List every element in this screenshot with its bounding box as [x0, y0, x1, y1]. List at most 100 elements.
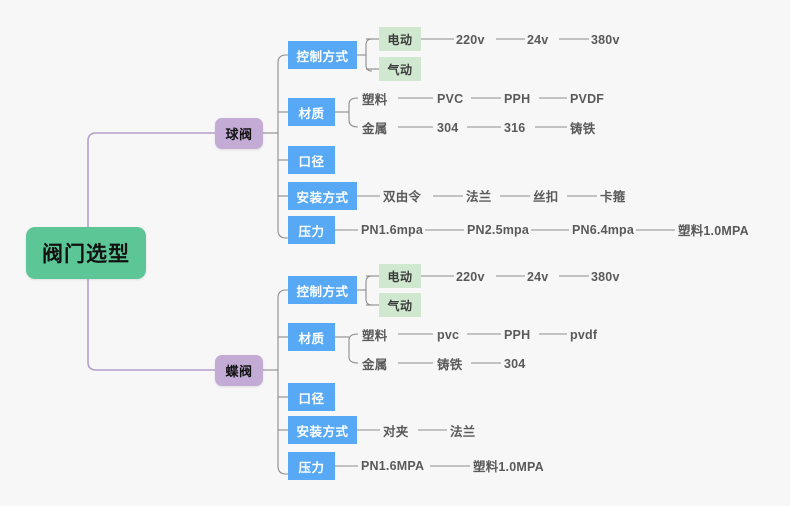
link-bf-c2-bracket	[348, 333, 359, 364]
leaf-pvc-ball[interactable]: PVC	[437, 90, 469, 107]
leaf-24v-butterfly[interactable]: 24v	[527, 268, 557, 285]
leaf-label: PVC	[437, 91, 464, 106]
link-ball-c5	[277, 229, 288, 239]
leaf-flange-butterfly[interactable]: 法兰	[450, 422, 482, 439]
subnode-label: 电动	[387, 32, 413, 47]
leaf-label: PN6.4mpa	[572, 222, 635, 237]
leaf-cast-iron-butterfly[interactable]: 铸铁	[437, 355, 469, 372]
category-node-install-butterfly[interactable]: 安装方式	[288, 416, 357, 444]
root-node-label: 阀门选型	[42, 243, 130, 266]
leaf-pn16-butterfly[interactable]: PN1.6MPA	[361, 457, 427, 474]
leaf-plastic10-ball[interactable]: 塑料1.0MPA	[678, 221, 752, 238]
leaf-label: 塑料1.0MPA	[678, 224, 749, 238]
leaf-label: 双由令	[383, 190, 422, 204]
subnode-label: 气动	[387, 62, 413, 77]
category-label: 压力	[298, 224, 325, 239]
category-node-material-ball[interactable]: 材质	[288, 98, 335, 126]
link-ball-c2-bracket	[348, 97, 359, 128]
link-ball-c1-bracket	[365, 38, 373, 72]
leaf-label: 24v	[527, 269, 549, 284]
leaf-24v-ball[interactable]: 24v	[527, 31, 557, 48]
category-node-control-method-ball[interactable]: 控制方式	[288, 41, 357, 69]
leaf-304-ball[interactable]: 304	[437, 119, 465, 136]
leaf-label: 法兰	[450, 425, 476, 439]
category-node-material-butterfly[interactable]: 材质	[288, 323, 335, 351]
category-label: 控制方式	[296, 284, 349, 299]
leaf-label: 316	[504, 120, 526, 135]
row-label-metal-ball[interactable]: 金属	[362, 119, 394, 136]
leaf-380v-ball[interactable]: 380v	[591, 31, 629, 48]
subnode-pneumatic-butterfly[interactable]: 气动	[379, 293, 421, 317]
branch-node-ball-valve[interactable]: 球阀	[215, 118, 263, 149]
category-node-control-method-butterfly[interactable]: 控制方式	[288, 276, 357, 304]
subnode-electric-butterfly[interactable]: 电动	[379, 264, 421, 288]
leaf-label: pvdf	[570, 327, 598, 342]
leaf-label: PN1.6MPA	[361, 458, 425, 473]
leaf-label: 220v	[456, 32, 485, 47]
category-label: 控制方式	[296, 49, 349, 64]
leaf-pn25-ball[interactable]: PN2.5mpa	[467, 221, 529, 238]
category-label: 材质	[298, 331, 325, 346]
leaf-220v-ball[interactable]: 220v	[456, 31, 494, 48]
category-label: 口径	[298, 154, 325, 169]
leaf-220v-butterfly[interactable]: 220v	[456, 268, 494, 285]
category-node-caliber-butterfly[interactable]: 口径	[288, 383, 335, 411]
leaf-pn64-ball[interactable]: PN6.4mpa	[572, 221, 634, 238]
leaf-label: 对夹	[383, 425, 409, 439]
leaf-pph-ball[interactable]: PPH	[504, 90, 536, 107]
category-node-pressure-ball[interactable]: 压力	[288, 216, 335, 244]
leaf-380v-butterfly[interactable]: 380v	[591, 268, 629, 285]
leaf-304-butterfly[interactable]: 304	[504, 355, 532, 372]
row-label-plastic-ball[interactable]: 塑料	[362, 90, 394, 107]
leaf-pph-butterfly[interactable]: PPH	[504, 326, 536, 343]
leaf-label: 丝扣	[533, 190, 559, 204]
leaf-label: 380v	[591, 269, 620, 284]
leaf-label: 24v	[527, 32, 549, 47]
row-label: 塑料	[362, 93, 388, 107]
leaf-thread-ball[interactable]: 丝扣	[533, 187, 565, 204]
branch-node-butterfly-valve[interactable]: 蝶阀	[215, 355, 263, 386]
category-node-pressure-butterfly[interactable]: 压力	[288, 452, 335, 480]
leaf-union-ball[interactable]: 双由令	[383, 187, 431, 204]
leaf-label: PN2.5mpa	[467, 222, 530, 237]
leaf-label: 塑料1.0MPA	[473, 460, 544, 474]
leaf-cast-iron-ball[interactable]: 铸铁	[570, 119, 602, 136]
link-bf-c1	[277, 289, 288, 299]
leaf-label: PPH	[504, 327, 531, 342]
leaf-pvdf-butterfly[interactable]: pvdf	[570, 326, 602, 343]
leaf-wafer-butterfly[interactable]: 对夹	[383, 422, 415, 439]
leaf-label: 380v	[591, 32, 620, 47]
category-label: 安装方式	[296, 190, 349, 205]
row-label: 金属	[362, 358, 388, 372]
leaf-label: pvc	[437, 327, 460, 342]
leaf-pn16-ball[interactable]: PN1.6mpa	[361, 221, 423, 238]
category-label: 材质	[298, 106, 325, 121]
leaf-label: PVDF	[570, 91, 605, 106]
row-label-metal-butterfly[interactable]: 金属	[362, 355, 394, 372]
leaf-plastic10-butterfly[interactable]: 塑料1.0MPA	[473, 457, 547, 474]
leaf-pvdf-ball[interactable]: PVDF	[570, 90, 610, 107]
leaf-label: 304	[504, 356, 526, 371]
leaf-flange-ball[interactable]: 法兰	[466, 187, 498, 204]
subnode-pneumatic-ball[interactable]: 气动	[379, 57, 421, 81]
link-bf-c5	[277, 465, 288, 475]
leaf-label: 220v	[456, 269, 485, 284]
category-node-caliber-ball[interactable]: 口径	[288, 146, 335, 174]
leaf-316-ball[interactable]: 316	[504, 119, 532, 136]
row-label-plastic-butterfly[interactable]: 塑料	[362, 326, 394, 343]
leaf-pvc-butterfly[interactable]: pvc	[437, 326, 465, 343]
category-node-install-ball[interactable]: 安装方式	[288, 182, 357, 210]
leaf-label: 卡箍	[600, 190, 626, 204]
subnode-label: 气动	[387, 298, 413, 313]
leaf-label: PN1.6mpa	[361, 222, 424, 237]
leaf-label: 304	[437, 120, 459, 135]
root-node[interactable]: 阀门选型	[26, 227, 146, 279]
leaf-clamp-ball[interactable]: 卡箍	[600, 187, 632, 204]
category-label: 口径	[298, 391, 325, 406]
subnode-electric-ball[interactable]: 电动	[379, 27, 421, 51]
row-label: 塑料	[362, 329, 388, 343]
leaf-label: 铸铁	[570, 122, 596, 136]
category-label: 压力	[298, 460, 325, 475]
category-label: 安装方式	[296, 424, 349, 439]
